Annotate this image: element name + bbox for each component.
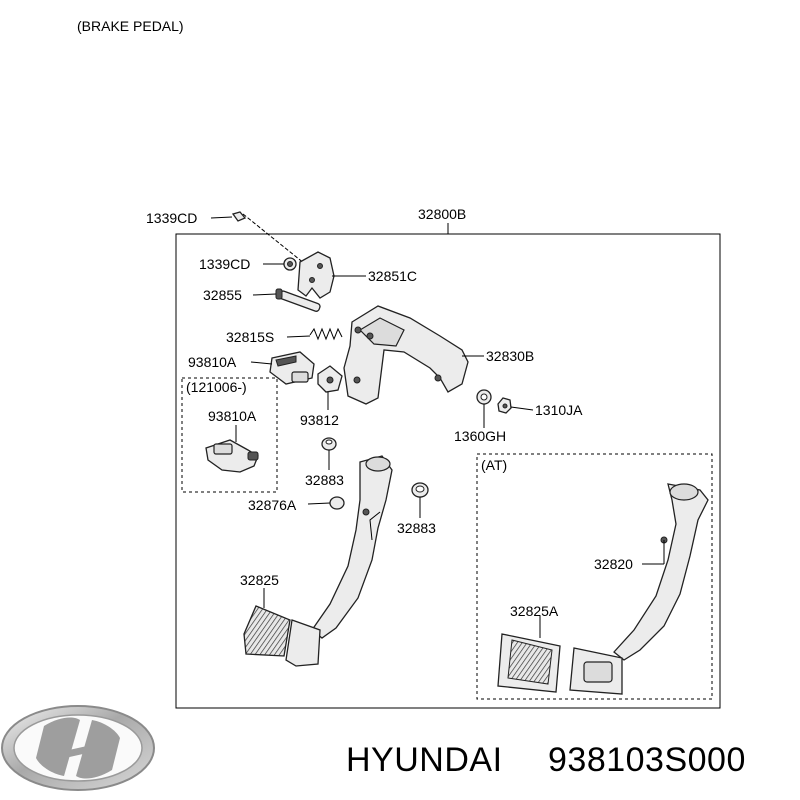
label-32883-a: 32883 bbox=[305, 472, 344, 488]
label-32825: 32825 bbox=[240, 572, 279, 588]
label-1339cd: 1339CD bbox=[199, 256, 250, 272]
inset-box-121006 bbox=[181, 377, 278, 493]
label-at: (AT) bbox=[481, 457, 507, 473]
pin-32855 bbox=[275, 288, 321, 312]
part-number: 938103S000 bbox=[548, 741, 746, 779]
brand-name: HYUNDAI bbox=[346, 741, 503, 779]
brake-pedal-arm bbox=[311, 455, 393, 639]
pedal-bracket-32830b bbox=[343, 305, 469, 405]
clip-93812 bbox=[317, 365, 343, 393]
label-93810a-inset: 93810A bbox=[208, 408, 257, 424]
label-93810a: 93810A bbox=[188, 354, 237, 370]
label-32876a: 32876A bbox=[248, 497, 297, 513]
pedal-pad-32825a bbox=[497, 633, 561, 693]
pedal-pad-at-right bbox=[569, 647, 623, 695]
label-93812: 93812 bbox=[300, 412, 339, 428]
pedal-pad-32825 bbox=[243, 605, 291, 657]
bushing-32883-b bbox=[411, 482, 429, 498]
bolt-1339cd-top bbox=[231, 211, 247, 222]
label-32883-b: 32883 bbox=[397, 520, 436, 536]
washer-1360gh bbox=[476, 389, 492, 405]
label-32851c: 32851C bbox=[368, 268, 417, 284]
bushing-32883-a bbox=[321, 437, 337, 451]
nut-1339cd bbox=[283, 257, 297, 271]
label-1339cd-top: 1339CD bbox=[146, 210, 197, 226]
label-32815s: 32815S bbox=[226, 329, 274, 345]
bushing-32876a bbox=[329, 496, 345, 510]
spring-32815s bbox=[309, 327, 343, 341]
label-32820: 32820 bbox=[594, 556, 633, 572]
label-121006: (121006-) bbox=[186, 379, 247, 395]
label-32800b: 32800B bbox=[418, 206, 466, 222]
pedal-pad-mt-right bbox=[285, 619, 321, 667]
label-32855: 32855 bbox=[203, 287, 242, 303]
diagram-title: (BRAKE PEDAL) bbox=[77, 18, 184, 34]
hyundai-logo-icon bbox=[1, 705, 155, 791]
label-32830b: 32830B bbox=[486, 348, 534, 364]
label-1360gh: 1360GH bbox=[454, 428, 506, 444]
switch-93810a bbox=[269, 351, 315, 385]
brake-pedal-arm-at bbox=[613, 483, 709, 661]
nut-1310ja bbox=[497, 397, 512, 414]
label-32825a: 32825A bbox=[510, 603, 559, 619]
bracket-32851c bbox=[297, 251, 335, 299]
label-1310ja: 1310JA bbox=[535, 402, 583, 418]
switch-93810a-inset bbox=[205, 439, 259, 473]
